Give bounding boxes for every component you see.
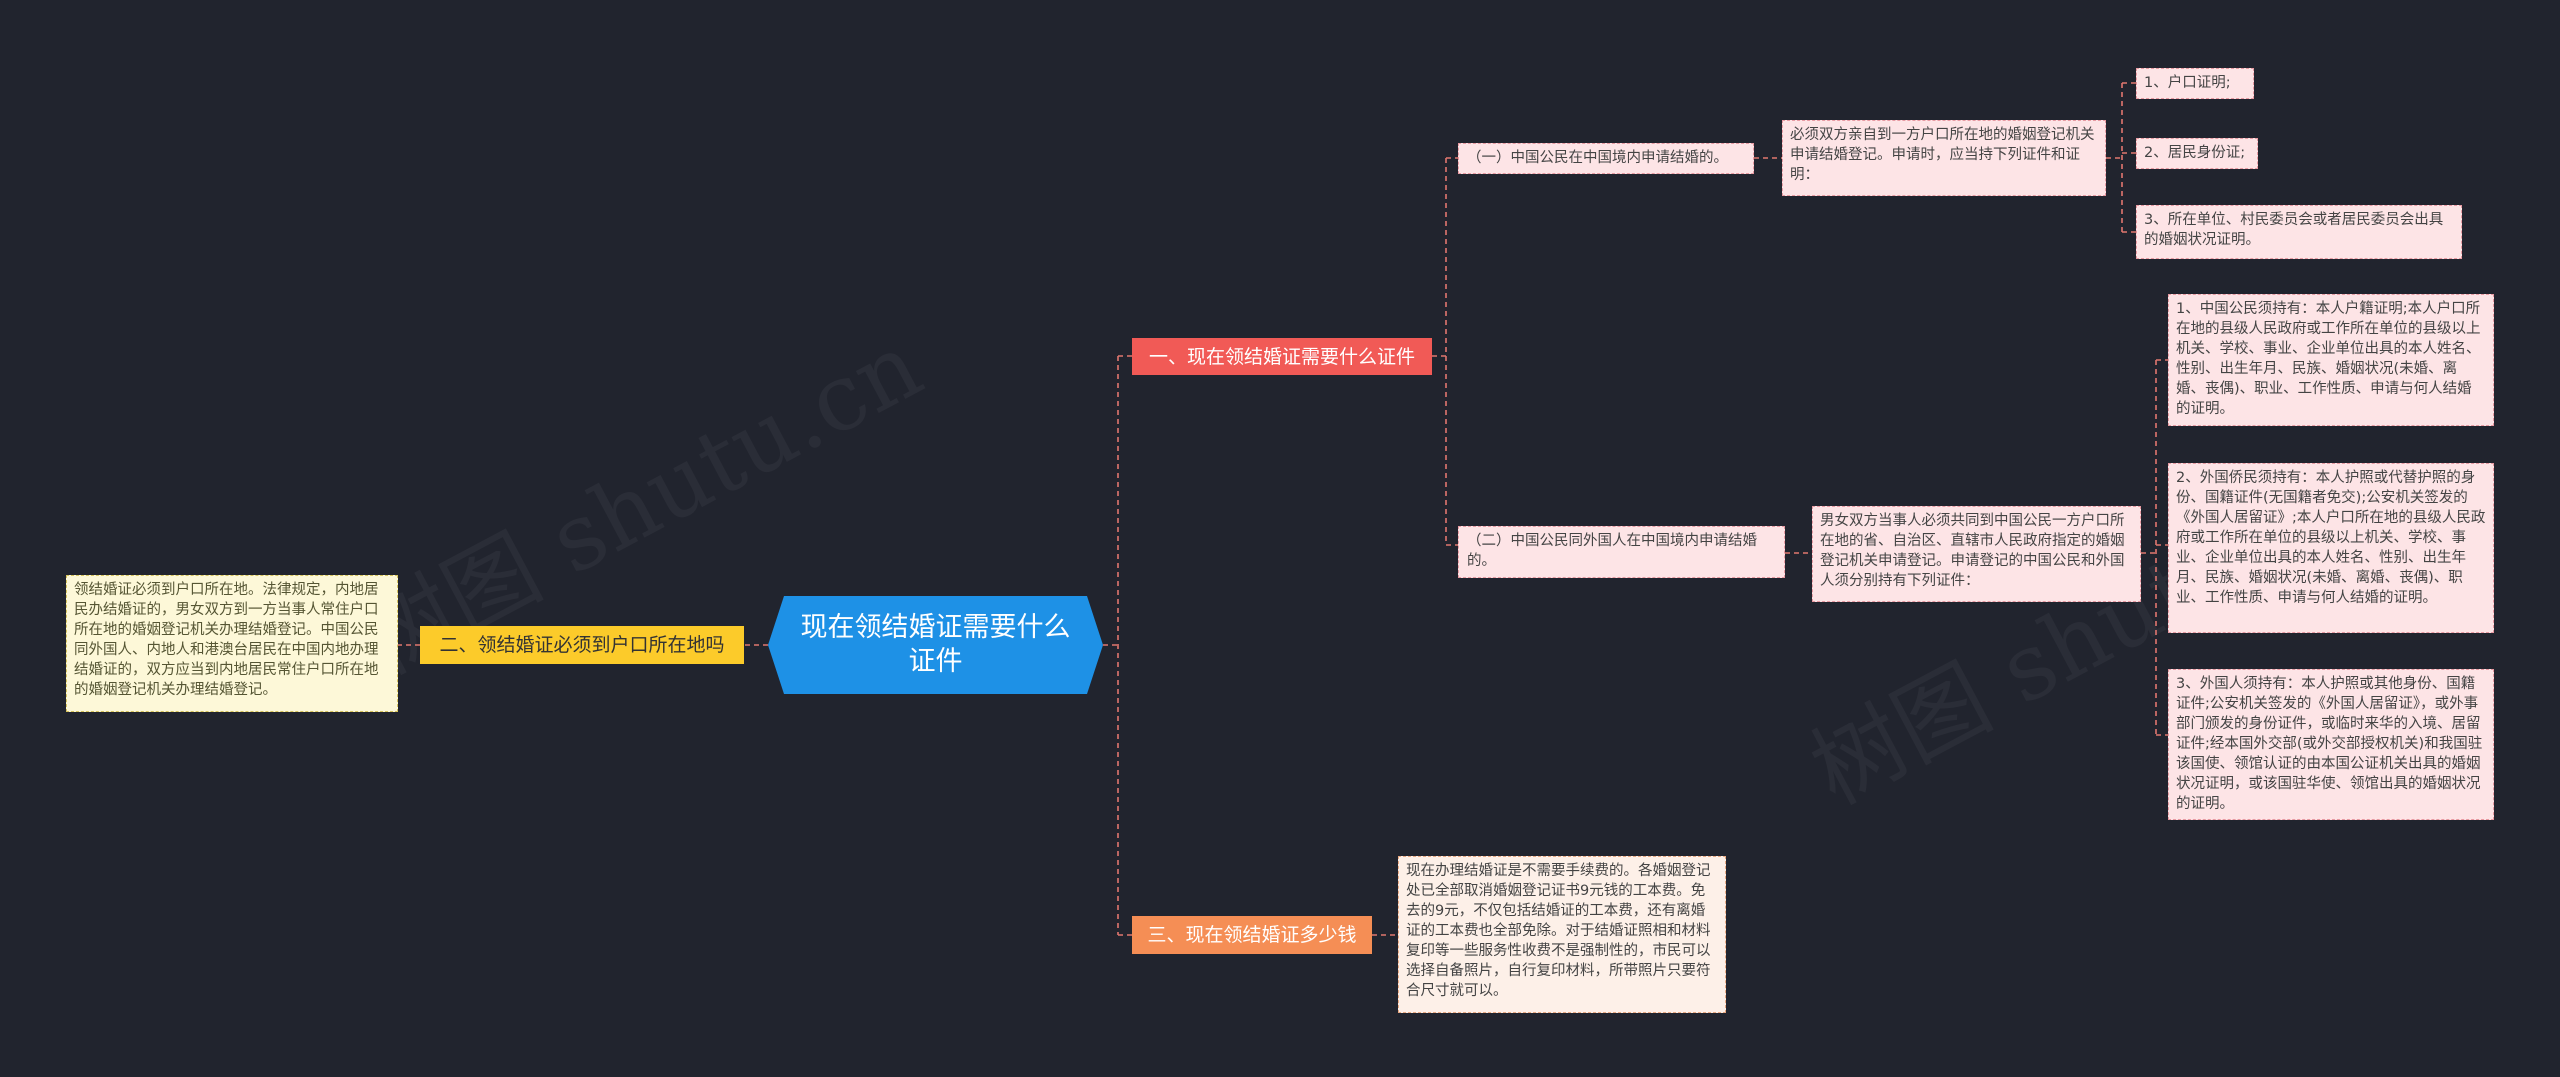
branch-3[interactable]: 三、现在领结婚证多少钱 (1132, 916, 1372, 954)
foreign-detail-text: 男女双方当事人必须共同到中国公民一方户口所在地的省、自治区、直辖市人民政府指定的… (1820, 513, 2125, 589)
central-topic-label: 现在领结婚证需要什么证件 (800, 612, 1071, 677)
foreign-item-2-text: 2、外国侨民须持有：本人护照或代替护照的身份、国籍证件(无国籍者免交);公安机关… (2176, 470, 2486, 606)
subtopic-domestic-label: （一）中国公民在中国境内申请结婚的。 (1467, 150, 1728, 166)
subtopic-foreign-label: （二）中国公民同外国人在中国境内申请结婚的。 (1467, 533, 1757, 569)
fee-detail-text: 现在办理结婚证是不需要手续费的。各婚姻登记处已全部取消婚姻登记证书9元钱的工本费… (1406, 863, 1711, 999)
foreign-item-3-text: 3、外国人须持有：本人护照或其他身份、国籍证件;公安机关签发的《外国人居留证》，… (2176, 676, 2483, 812)
branch-2[interactable]: 二、领结婚证必须到户口所在地吗 (420, 626, 744, 664)
residence-detail[interactable]: 领结婚证必须到户口所在地。法律规定，内地居民办结婚证的，男女双方到一方当事人常住… (66, 575, 398, 712)
foreign-detail[interactable]: 男女双方当事人必须共同到中国公民一方户口所在地的省、自治区、直辖市人民政府指定的… (1812, 506, 2141, 602)
residence-detail-text: 领结婚证必须到户口所在地。法律规定，内地居民办结婚证的，男女双方到一方当事人常住… (74, 582, 379, 698)
fee-detail[interactable]: 现在办理结婚证是不需要手续费的。各婚姻登记处已全部取消婚姻登记证书9元钱的工本费… (1398, 856, 1726, 1013)
branch-3-label: 三、现在领结婚证多少钱 (1147, 924, 1357, 946)
subtopic-foreign[interactable]: （二）中国公民同外国人在中国境内申请结婚的。 (1458, 526, 1785, 578)
domestic-item-1[interactable]: 1、户口证明; (2136, 68, 2254, 99)
branch-1[interactable]: 一、现在领结婚证需要什么证件 (1132, 338, 1432, 375)
foreign-item-3[interactable]: 3、外国人须持有：本人护照或其他身份、国籍证件;公安机关签发的《外国人居留证》，… (2168, 669, 2494, 820)
branch-1-label: 一、现在领结婚证需要什么证件 (1148, 345, 1415, 368)
domestic-item-2[interactable]: 2、居民身份证; (2136, 138, 2258, 169)
domestic-item-3-text: 3、所在单位、村民委员会或者居民委员会出具的婚姻状况证明。 (2144, 212, 2444, 248)
foreign-item-1-text: 1、中国公民须持有：本人户籍证明;本人户口所在地的县级人民政府或工作所在单位的县… (2176, 301, 2481, 417)
central-topic[interactable]: 现在领结婚证需要什么证件 (768, 596, 1103, 694)
domestic-detail-text: 必须双方亲自到一方户口所在地的婚姻登记机关申请结婚登记。申请时，应当持下列证件和… (1790, 127, 2095, 183)
branch-2-label: 二、领结婚证必须到户口所在地吗 (439, 634, 725, 656)
subtopic-domestic[interactable]: （一）中国公民在中国境内申请结婚的。 (1458, 143, 1754, 174)
domestic-item-1-text: 1、户口证明; (2144, 75, 2231, 91)
foreign-item-2[interactable]: 2、外国侨民须持有：本人护照或代替护照的身份、国籍证件(无国籍者免交);公安机关… (2168, 463, 2494, 633)
domestic-item-3[interactable]: 3、所在单位、村民委员会或者居民委员会出具的婚姻状况证明。 (2136, 205, 2462, 259)
domestic-item-2-text: 2、居民身份证; (2144, 145, 2246, 161)
domestic-detail[interactable]: 必须双方亲自到一方户口所在地的婚姻登记机关申请结婚登记。申请时，应当持下列证件和… (1782, 120, 2106, 196)
foreign-item-1[interactable]: 1、中国公民须持有：本人户籍证明;本人户口所在地的县级人民政府或工作所在单位的县… (2168, 294, 2494, 426)
